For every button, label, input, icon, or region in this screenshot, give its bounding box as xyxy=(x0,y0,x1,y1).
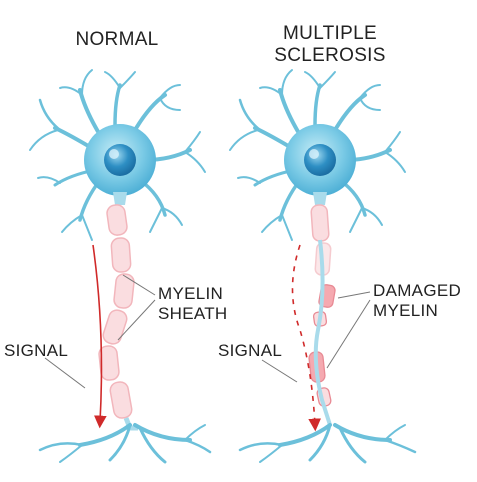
normal-neuron xyxy=(29,69,212,464)
normal-signal-arrow xyxy=(92,244,107,429)
normal-title: NORMAL xyxy=(75,29,159,50)
signal-leader-line-right xyxy=(261,359,298,383)
normal-myelin-sheath xyxy=(98,204,135,419)
damaged-myelin-label-line1: DAMAGED xyxy=(373,281,462,300)
damaged-leader-line-2 xyxy=(326,299,371,369)
normal-dendrites xyxy=(29,69,206,241)
normal-axon-terminals xyxy=(38,423,212,464)
normal-axon-hillock xyxy=(113,192,127,205)
ms-title-line1: MULTIPLE xyxy=(283,23,377,44)
ms-nucleus xyxy=(304,144,336,176)
signal-label-left: SIGNAL xyxy=(4,341,69,360)
ms-neuron xyxy=(229,69,417,464)
signal-leader-line-left xyxy=(44,357,86,389)
ms-signal-arrow-broken xyxy=(291,244,322,432)
myelin-label-line2: SHEATH xyxy=(158,304,228,323)
signal-label-right: SIGNAL xyxy=(218,341,283,360)
normal-nucleus xyxy=(104,144,136,176)
ms-title-line2: SCLEROSIS xyxy=(274,45,386,66)
ms-damaged-myelin xyxy=(308,284,336,407)
ms-axon-terminals xyxy=(238,423,417,464)
damaged-myelin-label-line2: MYELIN xyxy=(373,301,439,320)
myelin-leader-line-1 xyxy=(122,274,156,296)
myelin-label-line1: MYELIN xyxy=(158,284,224,303)
damaged-leader-line-1 xyxy=(337,291,371,299)
myelin-leader-line-2 xyxy=(117,299,156,341)
